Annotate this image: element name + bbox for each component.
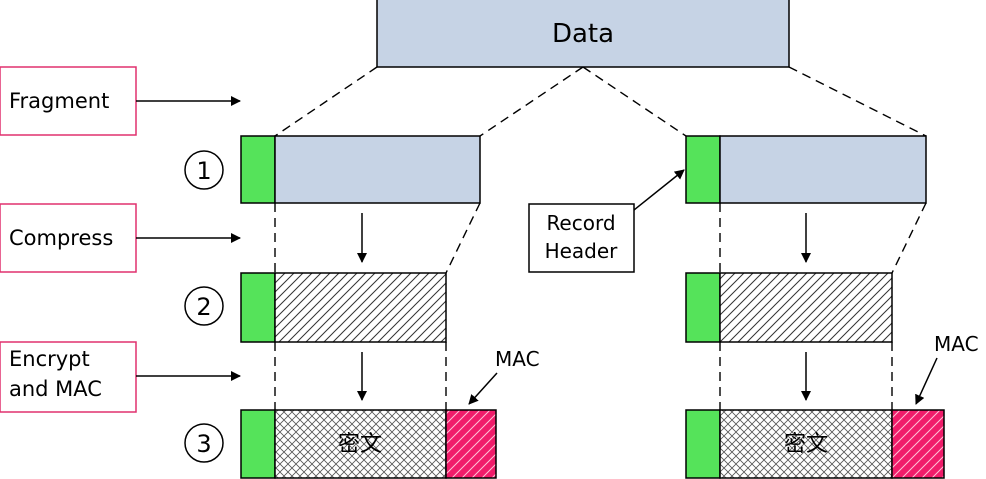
- fragment-lines: [274, 66, 927, 410]
- svg-text:MAC: MAC: [495, 347, 540, 371]
- step-number-3: 3: [184, 423, 224, 463]
- svg-text:Header: Header: [545, 239, 619, 263]
- compress-label: Compress: [9, 226, 113, 250]
- left-encrypted-block: 密文: [240, 409, 497, 479]
- step-number-1: 1: [184, 150, 224, 190]
- left-compressed-block: [240, 272, 447, 343]
- left-ciphertext-label: 密文: [338, 432, 382, 457]
- step-number-2: 2: [184, 286, 224, 326]
- data-box: Data: [376, 0, 790, 68]
- right-compressed-block: [685, 272, 893, 343]
- step-label-encrypt: Encrypt and MAC: [0, 341, 137, 413]
- right-mac-block: [891, 409, 945, 479]
- right-fragment-block: [685, 135, 927, 204]
- svg-text:3: 3: [196, 430, 211, 458]
- left-mac-callout: MAC: [468, 347, 540, 405]
- right-ciphertext-label: 密文: [784, 432, 828, 457]
- data-label: Data: [552, 19, 614, 49]
- record-header-callout: Record Header: [528, 169, 685, 273]
- fragment-label: Fragment: [9, 89, 109, 113]
- svg-text:MAC: MAC: [934, 332, 979, 356]
- encrypt-label-line2: and MAC: [9, 377, 102, 401]
- left-fragment-block: [240, 135, 481, 204]
- step-label-compress: Compress: [0, 203, 137, 273]
- encrypt-label-line1: Encrypt: [9, 347, 90, 371]
- svg-text:2: 2: [196, 293, 211, 321]
- svg-text:1: 1: [196, 157, 211, 185]
- svg-text:Record: Record: [546, 211, 615, 235]
- right-encrypted-block: 密文: [685, 409, 945, 479]
- step-label-fragment: Fragment: [0, 66, 137, 136]
- left-mac-block: [445, 409, 497, 479]
- right-mac-callout: MAC: [915, 332, 979, 405]
